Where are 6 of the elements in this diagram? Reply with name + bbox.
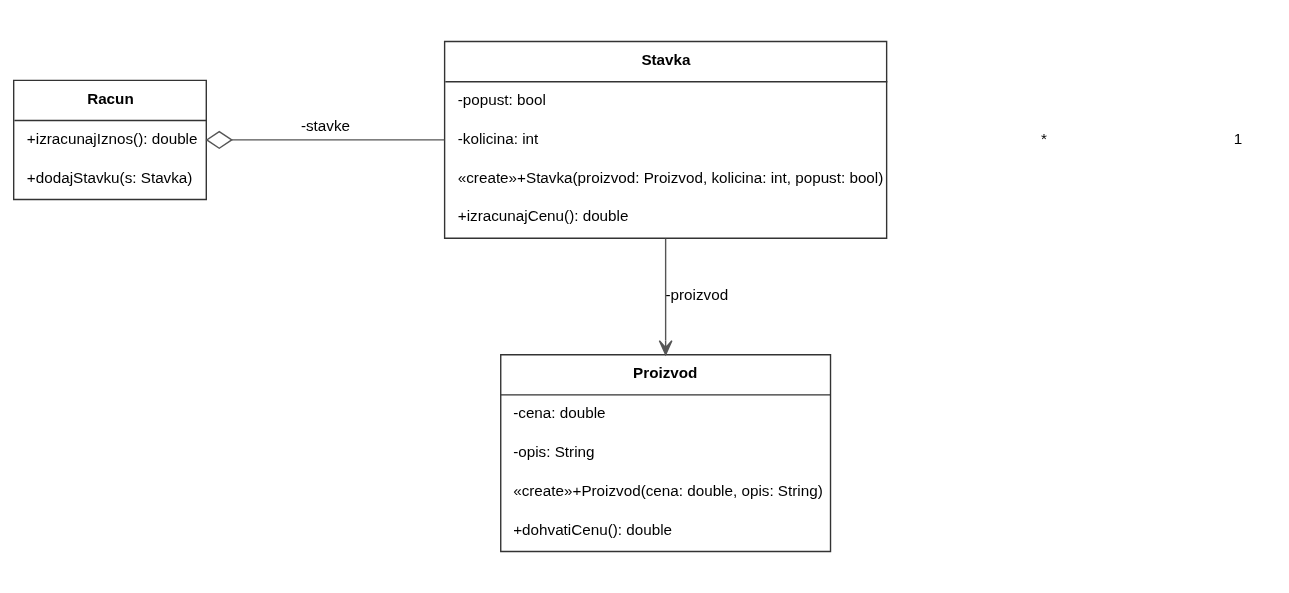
edge-label: -stavke — [300, 117, 351, 135]
edge-label: -proizvod — [665, 286, 729, 304]
label: * — [1040, 129, 1047, 147]
label: 1 — [1233, 129, 1243, 147]
arrow — [658, 237, 673, 356]
connector — [205, 130, 446, 150]
